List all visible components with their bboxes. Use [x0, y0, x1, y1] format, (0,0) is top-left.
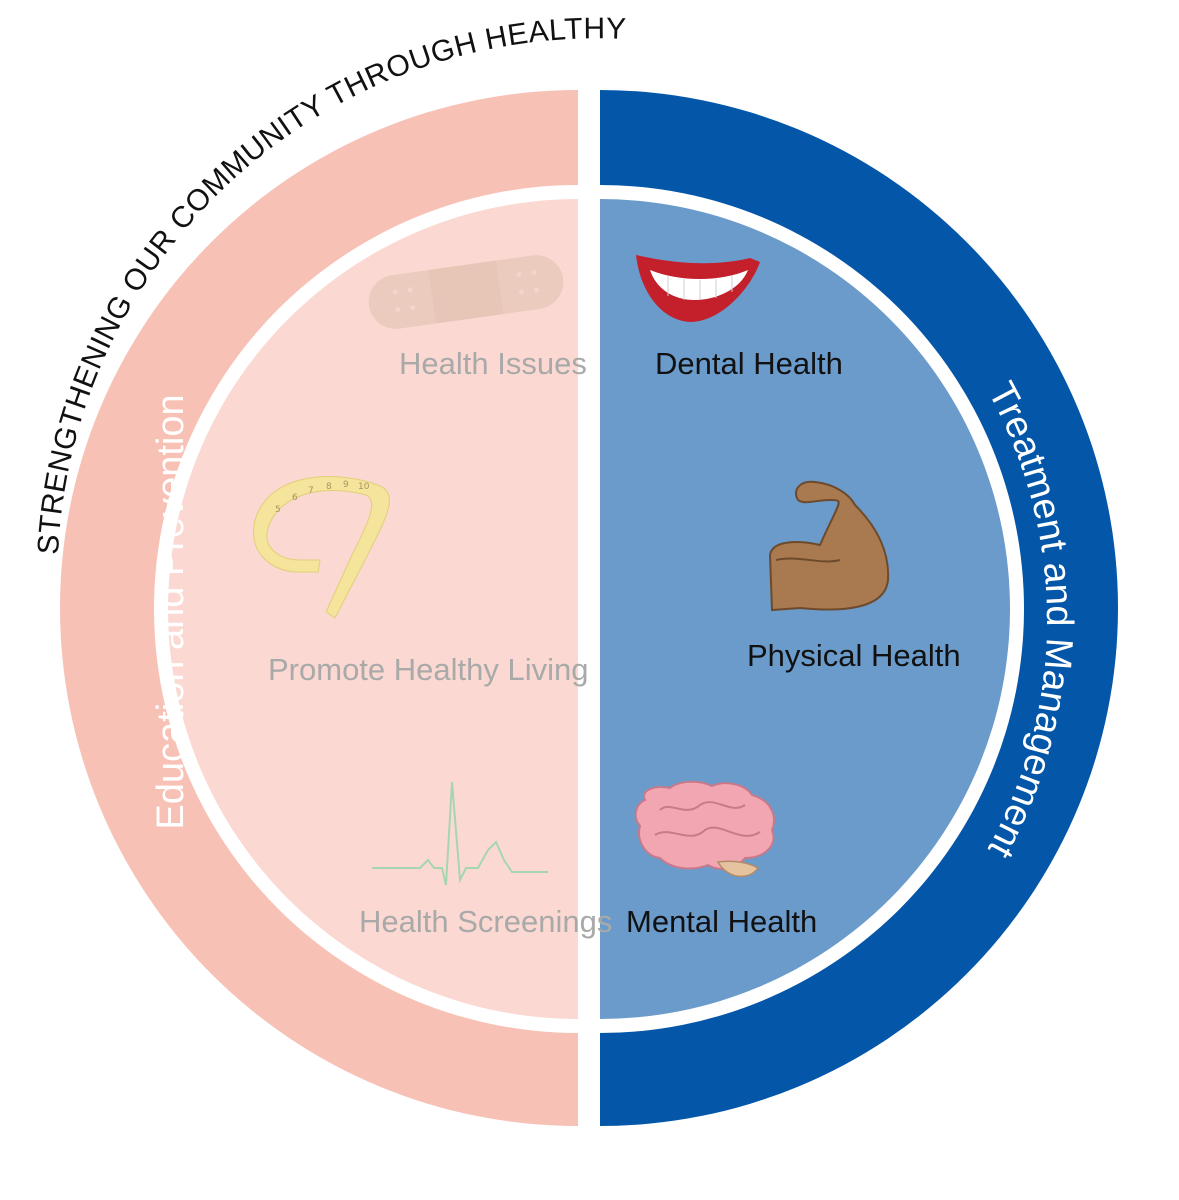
svg-text:6: 6	[292, 493, 298, 503]
svg-text:7: 7	[308, 486, 314, 496]
heartbeat-icon	[372, 781, 548, 886]
measuring-tape-icon: 5 67 8 9 10	[253, 476, 390, 619]
left-inner-panel	[168, 199, 578, 1019]
flexed-arm-icon	[768, 480, 890, 612]
health-issues-label: Health Issues	[399, 346, 587, 381]
health-screenings-label: Health Screenings	[359, 904, 612, 939]
svg-text:5: 5	[275, 505, 281, 515]
brain-icon	[634, 780, 775, 877]
bandage-icon	[368, 255, 564, 329]
svg-text:8: 8	[326, 482, 332, 492]
promote-healthy-living-label: Promote Healthy Living	[268, 652, 589, 687]
smile-icon	[636, 255, 760, 322]
left-ring-label: Education and Prevention	[150, 394, 192, 829]
svg-text:9: 9	[343, 480, 349, 490]
left-half	[60, 90, 578, 1126]
physical-health-label: Physical Health	[747, 638, 961, 673]
svg-text:10: 10	[358, 482, 370, 492]
mental-health-label: Mental Health	[626, 904, 817, 939]
dental-health-label: Dental Health	[655, 346, 843, 381]
